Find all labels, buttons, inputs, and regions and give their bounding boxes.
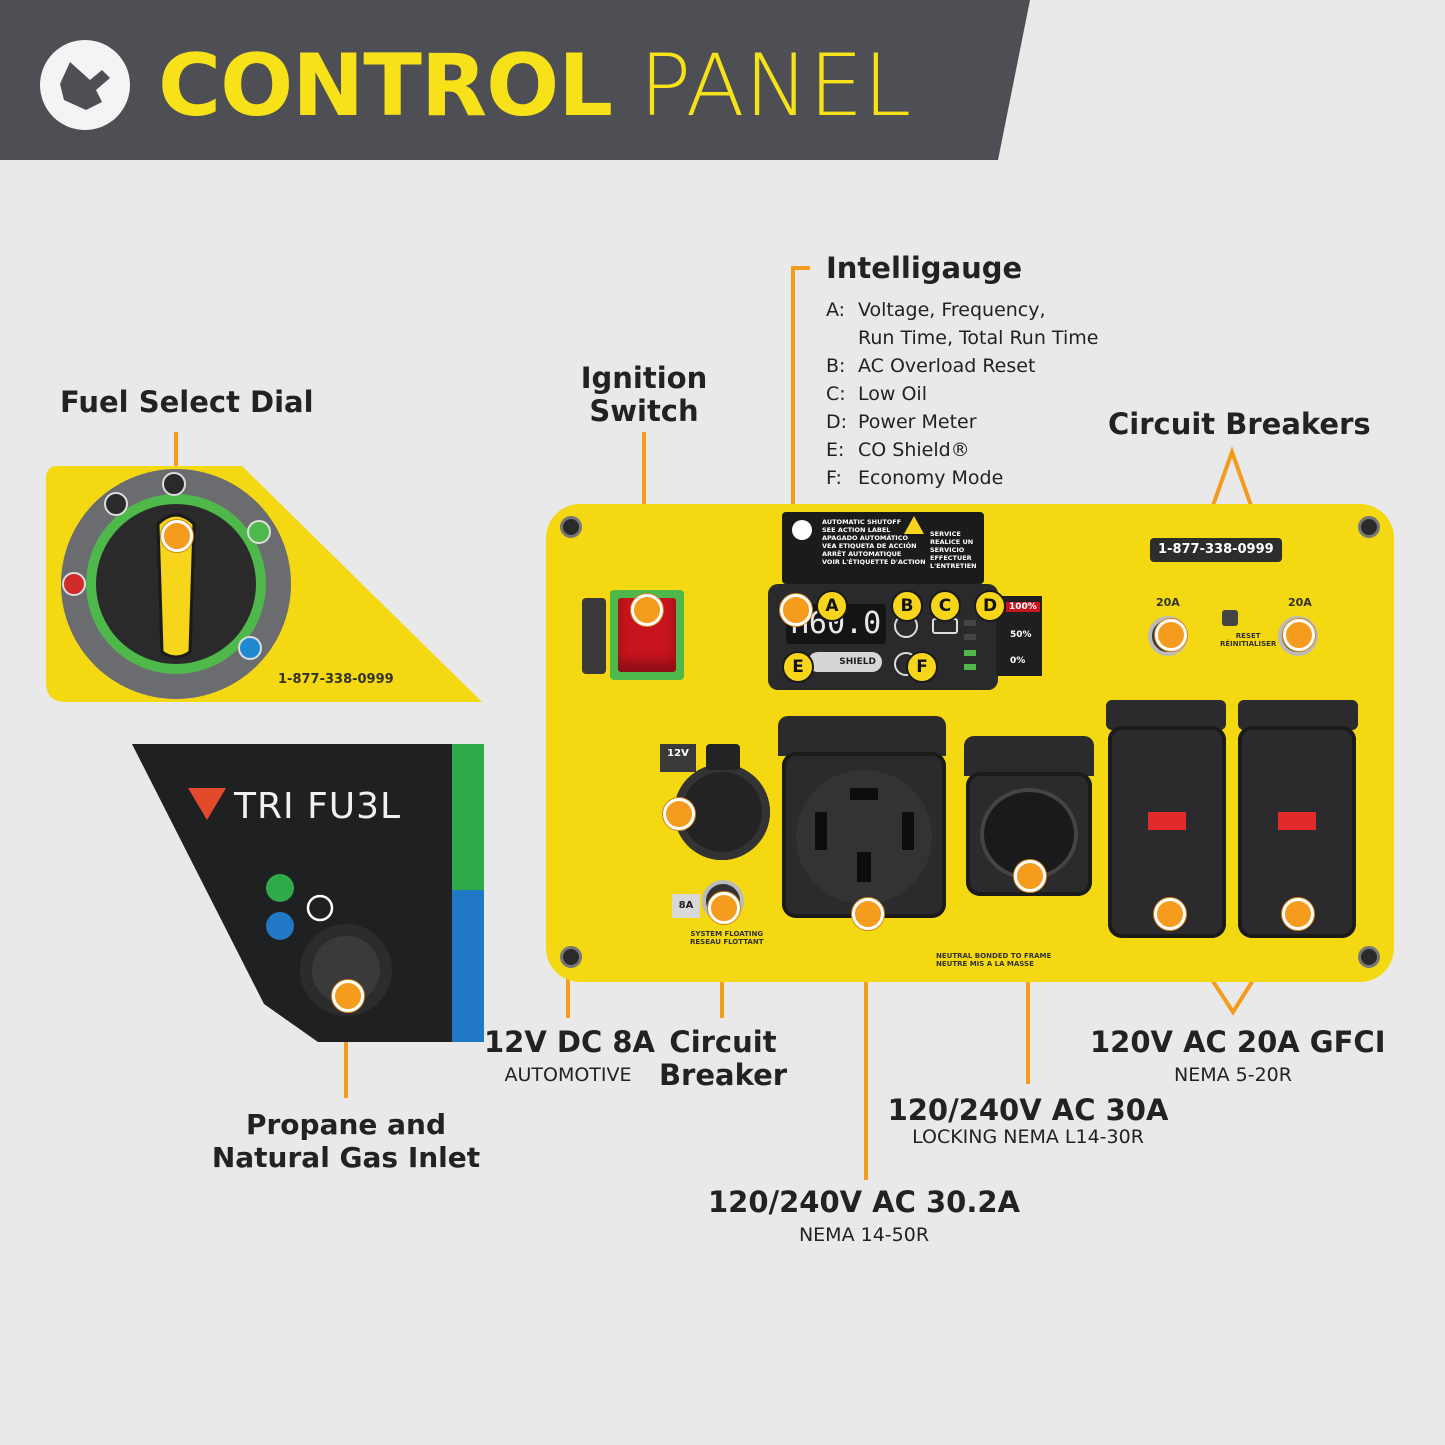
hand-press-icon — [1222, 610, 1238, 626]
outlet-slot — [857, 852, 871, 882]
gfci-left-test-button[interactable] — [1148, 812, 1186, 830]
badge-c: C — [929, 590, 961, 622]
n1450-sub: NEMA 14-50R — [798, 1224, 930, 1246]
panel-phone: 1-877-338-0999 — [1150, 538, 1282, 562]
meter-led — [964, 620, 976, 626]
l14-sub: LOCKING NEMA L14-30R — [912, 1126, 1144, 1148]
outlet-slot — [902, 812, 914, 850]
gfci-sub: NEMA 5-20R — [1174, 1064, 1292, 1086]
header-banner — [0, 0, 1030, 160]
panel-bolt — [560, 516, 582, 538]
n1450-cover — [778, 716, 946, 756]
outlet-slot — [850, 788, 878, 800]
intelligauge-callout-dot — [780, 594, 812, 626]
gfci-label: 120V AC 20A GFCI — [1090, 1025, 1386, 1059]
breaker-right-callout-dot — [1283, 619, 1315, 651]
power-meter-50: 50% — [1010, 630, 1032, 640]
dc-label-tag: 12V — [660, 744, 696, 772]
fuel-dial-area — [46, 466, 482, 702]
outlet-slot — [815, 812, 827, 850]
gas-inlet-port[interactable] — [300, 930, 392, 1022]
legend-item: B:AC Overload Reset — [826, 355, 1036, 377]
ignition-indicator-strip — [582, 598, 606, 674]
gfci-left-callout-dot — [1154, 898, 1186, 930]
gfci-right-test-button[interactable] — [1278, 812, 1316, 830]
dc-outlet-sub: AUTOMOTIVE — [504, 1064, 632, 1086]
n1450-callout-dot — [852, 898, 884, 930]
legend-item: E:CO Shield® — [826, 439, 970, 461]
panel-bolt — [560, 946, 582, 968]
l14-cover — [964, 736, 1094, 776]
badge-b: B — [891, 590, 923, 622]
dc-callout-dot — [663, 798, 695, 830]
legend-item: C:Low Oil — [826, 383, 927, 405]
intelligauge-label: Intelligauge — [826, 251, 1023, 285]
fuel-select-dial-label: Fuel Select Dial — [60, 385, 314, 419]
dc-breaker-callout-dot — [708, 892, 740, 924]
legend-item: F:Economy Mode — [826, 467, 1004, 489]
page-title: CONTROL PANEL — [158, 36, 912, 136]
l14-label: 120/240V AC 30A — [887, 1093, 1169, 1127]
badge-f: F — [906, 651, 938, 683]
badge-e: E — [782, 651, 814, 683]
gfci-right-cover — [1238, 700, 1358, 730]
fuel-select-dial[interactable] — [164, 520, 214, 580]
l14-callout-dot — [1014, 860, 1046, 892]
badge-d: D — [974, 590, 1006, 622]
legend-item: D:Power Meter — [826, 411, 977, 433]
warning-icon — [904, 516, 924, 534]
meter-led — [964, 664, 976, 670]
trifuel-brand: TRI FU3L — [234, 786, 402, 827]
gas-inlet-callout-dot — [332, 980, 364, 1012]
fuel-dial-callout-dot — [161, 520, 193, 552]
ignition-callout-dot — [631, 594, 663, 626]
power-meter-100: 100% — [1006, 602, 1040, 612]
dc-breaker-tag: 8A — [672, 894, 700, 918]
panel-bolt — [1358, 516, 1380, 538]
legend-item: A:Voltage, Frequency, — [826, 299, 1046, 321]
trifuel-panel — [132, 744, 484, 1042]
panel-bolt — [1358, 946, 1380, 968]
dc-outlet-cap — [706, 744, 740, 770]
intelligauge-legend: A:Voltage, Frequency, Run Time, Total Ru… — [826, 296, 1098, 492]
meter-led — [964, 650, 976, 656]
gfci-left-cover — [1106, 700, 1226, 730]
badge-a: A — [816, 590, 848, 622]
meter-led — [964, 634, 976, 640]
circuit-breakers-label: Circuit Breakers — [1108, 407, 1371, 441]
co-shield-badge: SHIELD — [808, 652, 882, 672]
gear-icon — [792, 520, 812, 540]
hand-pointer-icon — [40, 40, 130, 130]
fuel-dial-phone: 1-877-338-0999 — [278, 672, 394, 687]
power-meter-0: 0% — [1010, 656, 1026, 666]
breaker-right-rating: 20A — [1288, 596, 1312, 609]
n1450-label: 120/240V AC 30.2A — [707, 1185, 1021, 1219]
legend-item: Run Time, Total Run Time — [858, 327, 1099, 349]
dc-outlet-label: 12V DC 8A — [484, 1025, 655, 1059]
breaker-left-callout-dot — [1155, 619, 1187, 651]
breaker-left-rating: 20A — [1156, 596, 1180, 609]
gfci-right-callout-dot — [1282, 898, 1314, 930]
